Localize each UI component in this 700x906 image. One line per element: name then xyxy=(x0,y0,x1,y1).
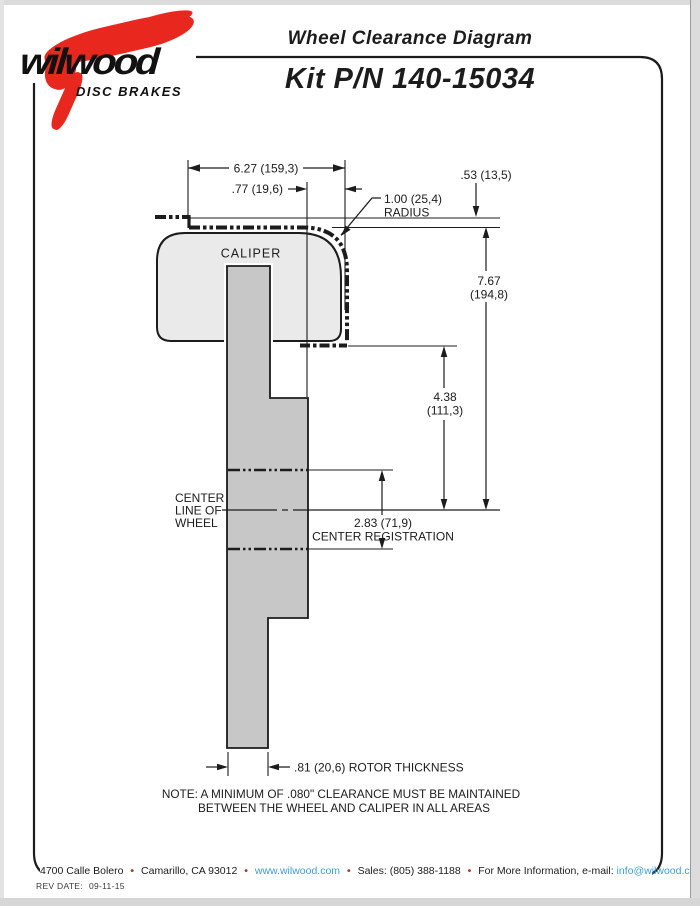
footer-bullet: • xyxy=(346,865,351,877)
dim-lip-label: .53 (13,5) xyxy=(460,168,511,182)
dimension-arrowheads xyxy=(188,164,490,771)
dim-rotor-thickness-label: .81 (20,6) ROTOR THICKNESS xyxy=(294,761,464,775)
dim-total-height-mm: (194,8) xyxy=(470,288,508,302)
page-edge-bottom xyxy=(0,898,700,906)
footer-info-prefix: For More Information, e-mail: xyxy=(478,865,614,877)
footer-sales-phone: Sales: (805) 388-1188 xyxy=(357,865,461,877)
centerline-label-2: LINE OF xyxy=(175,504,222,518)
rotor-shape xyxy=(226,265,309,749)
page-edge-right xyxy=(690,0,700,906)
note-line-2: BETWEEN THE WHEEL AND CALIPER IN ALL ARE… xyxy=(198,801,490,815)
page-title: Wheel Clearance Diagram xyxy=(287,28,533,49)
extension-lines xyxy=(187,160,500,776)
footer-address: 4700 Calle Bolero xyxy=(40,865,124,877)
center-registration-lines xyxy=(228,468,393,551)
dim-center-reg-value: 2.83 (71,9) xyxy=(354,516,412,530)
wilwood-logo: wilwood DISC BRAKES xyxy=(16,5,208,133)
footer-bullet: • xyxy=(130,865,135,877)
wheel-phantom-line xyxy=(155,215,349,348)
dim-center-reg-word: CENTER REGISTRATION xyxy=(312,530,454,544)
page-edge-left xyxy=(0,0,4,906)
dim-caliper-height-in: 4.38 xyxy=(433,390,457,404)
footer-email-link[interactable]: info@wilwood.com xyxy=(616,865,700,877)
note-line-1: NOTE: A MINIMUM OF .080" CLEARANCE MUST … xyxy=(162,787,520,801)
rev-date-label: REV DATE: xyxy=(36,881,83,891)
centerline-label-3: WHEEL xyxy=(175,516,218,530)
rev-date: REV DATE: 09-11-15 xyxy=(36,881,131,891)
dim-offset-label: .77 (19,6) xyxy=(232,182,283,196)
dimension-texts: 6.27 (159,3) .77 (19,6) .53 (13,5) 1.00 … xyxy=(162,162,520,816)
footer-city: Camarillo, CA 93012 xyxy=(141,865,238,877)
page-edge-top xyxy=(0,0,700,5)
dim-total-height-in: 7.67 xyxy=(477,274,501,288)
dimension-lines xyxy=(188,167,487,768)
border-frame xyxy=(32,55,664,878)
footer-contact-line: 4700 Calle Bolero • Camarillo, CA 93012 … xyxy=(40,864,700,878)
logo-tagline: DISC BRAKES xyxy=(76,84,183,99)
dim-caliper-height-mm: (111,3) xyxy=(427,404,463,418)
border-left xyxy=(32,83,62,878)
caliper-label: CALIPER xyxy=(221,247,282,261)
centerline-label-1: CENTER xyxy=(175,491,225,505)
dim-radius-word: RADIUS xyxy=(384,206,429,220)
footer-website-link[interactable]: www.wilwood.com xyxy=(254,865,341,877)
kit-part-number: Kit P/N 140-15034 xyxy=(284,63,536,95)
footer-bullet: • xyxy=(467,865,472,877)
rev-date-value: 09-11-15 xyxy=(88,881,125,891)
footer-bullet: • xyxy=(244,865,248,877)
dim-radius-value: 1.00 (25,4) xyxy=(384,192,442,206)
dim-width-label: 6.27 (159,3) xyxy=(234,162,299,176)
